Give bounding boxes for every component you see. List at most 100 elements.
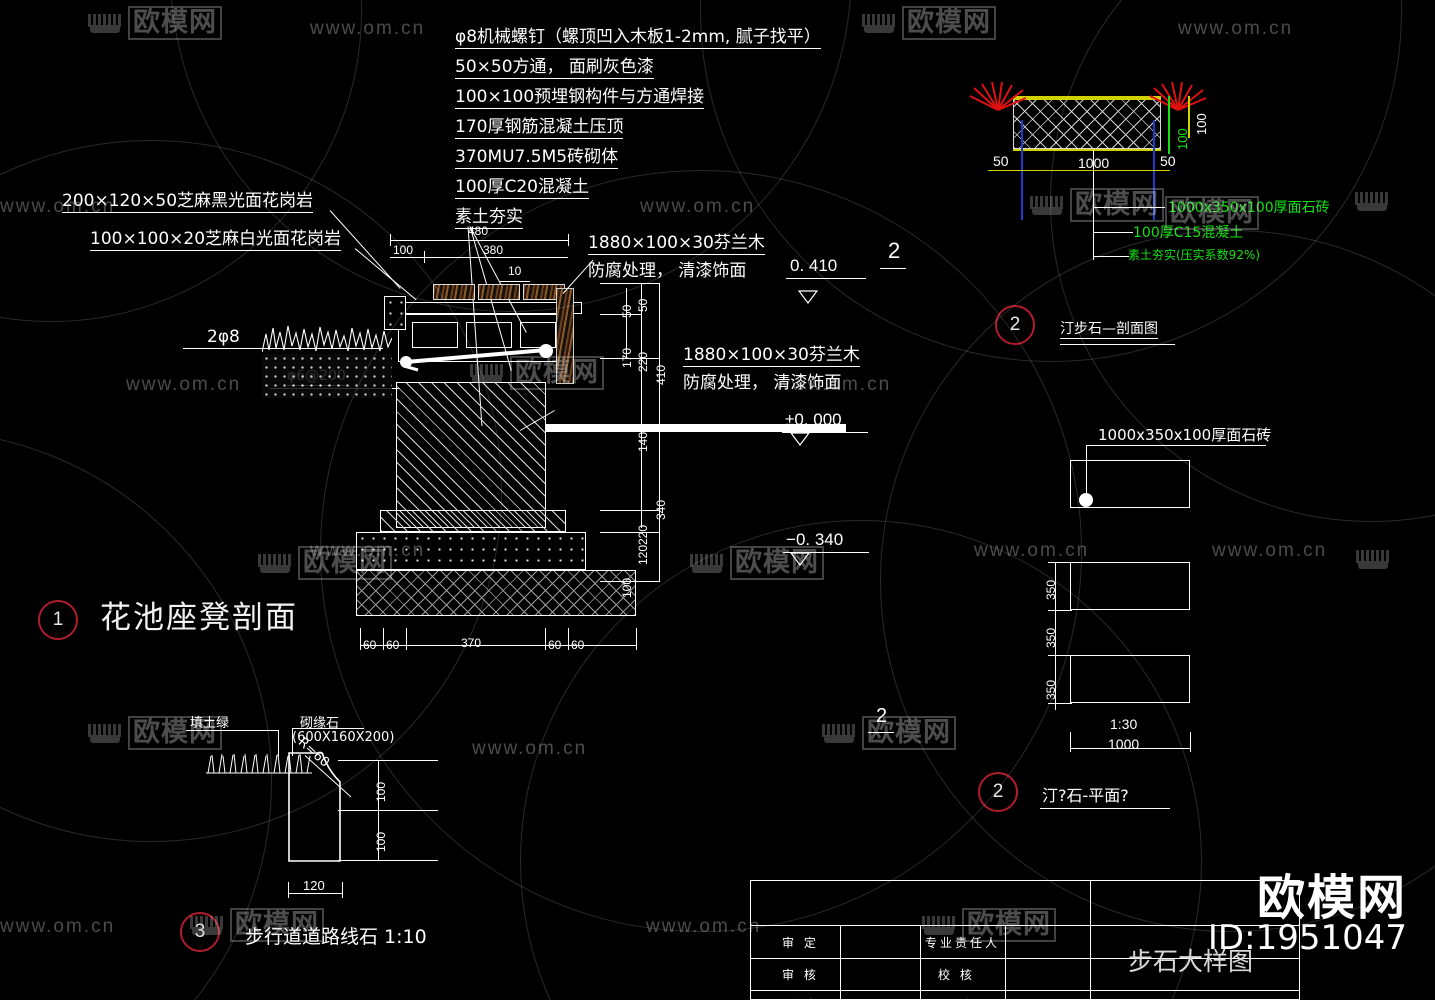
plan-callout: 1000x350x100厚面石砖 <box>1098 426 1272 444</box>
detail3-curb-label: 砌缘石 <box>300 716 340 731</box>
plan-width-tick-r <box>1190 732 1191 752</box>
ground-line <box>546 424 846 432</box>
rebar-top-label: 2φ8 <box>207 327 240 349</box>
bdim-370: 370 <box>461 636 482 650</box>
deck-plank-2 <box>478 284 520 300</box>
plan-scale: 1:30 <box>1110 716 1138 732</box>
plan-callout-line <box>1086 445 1266 446</box>
tb-row-left-0: 审 定 <box>782 936 819 950</box>
bdim-t5 <box>636 628 637 650</box>
detail-bubble-2a[interactable]: 2 <box>995 305 1035 345</box>
tb-vline-0 <box>840 925 841 1000</box>
watermark-url-2: www.om.cn <box>126 374 242 395</box>
detail-bubble-2b[interactable]: 2 <box>978 772 1018 812</box>
curb-body <box>288 752 342 862</box>
watermark-logo-3: 欧模网 <box>1030 188 1164 222</box>
grass-tuft-left <box>968 81 1028 117</box>
arc-5 <box>700 0 1402 362</box>
detail3-fill-leader <box>186 730 278 731</box>
dim-chain-outer <box>659 283 660 581</box>
dim-line-1000 <box>988 170 1170 171</box>
stone-plan-3 <box>1070 655 1190 703</box>
detail-title-1: 花池座凳剖面 <box>100 600 298 636</box>
brick-masonry-body <box>396 382 546 528</box>
vtick-2 <box>600 358 660 359</box>
elevation-1-line <box>782 432 868 433</box>
detail3-width-tick-l <box>288 882 289 898</box>
tb-vline-2 <box>1005 925 1006 1000</box>
detail3-curb-leader <box>292 728 364 729</box>
detail-bubble-3[interactable]: 3 <box>180 912 220 952</box>
soil-fill <box>262 354 392 398</box>
stone-plan-2 <box>1070 562 1190 610</box>
section-mark-2b-line <box>868 732 894 733</box>
watermark-logo-2: 欧模网 <box>862 6 996 40</box>
dim-100-tick <box>424 251 425 263</box>
left-note-0: 200×120×50芝麻黑光面花岗岩 <box>62 191 314 213</box>
bdim-60-d: 60 <box>571 638 585 652</box>
footing-step <box>380 510 566 532</box>
watermark-url-5: www.om.cn <box>640 196 756 217</box>
plan-dim-tick-3 <box>1048 703 1072 704</box>
stone-plan-1 <box>1070 460 1190 508</box>
left-note-1: 100×100×20芝麻白光面花岗岩 <box>90 229 342 251</box>
detail3-grass <box>206 752 312 774</box>
bottom-dim-line <box>360 645 636 646</box>
dim-10: 10 <box>508 264 522 278</box>
vtick-5 <box>600 532 660 533</box>
detail3-dim-tick-2 <box>338 860 438 861</box>
tb-row-left-2: 项目负责人 <box>760 996 835 1000</box>
detail3-dim-tick-0 <box>338 760 438 761</box>
deck-plank-1 <box>433 284 475 300</box>
sheet-title: 步石大样图 <box>1128 947 1254 976</box>
elevation-2-triangle <box>789 552 811 571</box>
elevation-1-triangle <box>789 432 811 451</box>
detail2-green-note-1: 100厚C15混凝土 <box>1133 225 1244 241</box>
watermark-url-9: www.om.cn <box>1212 540 1328 561</box>
cap-void-3 <box>520 322 556 348</box>
compacted-soil <box>356 570 636 616</box>
anchor-bar <box>398 340 558 380</box>
elevation-1: ±0. 000 <box>785 410 842 429</box>
bdim-t2 <box>406 628 407 650</box>
spec-note-1: 50×50方通， 面刷灰色漆 <box>455 57 654 79</box>
section-mark-2a: 2 <box>888 238 901 263</box>
stone-bottom-line <box>1013 149 1161 151</box>
arc-1 <box>0 0 362 322</box>
capping-slab <box>384 302 582 314</box>
granite-facing <box>384 296 406 330</box>
watermark-logo-1: 欧模网 <box>88 6 222 40</box>
dim-100: 100 <box>393 243 414 257</box>
bdim-60-c: 60 <box>548 638 562 652</box>
watermark-url-10: www.om.cn <box>646 916 762 937</box>
tb-vline-3 <box>1090 880 1091 1000</box>
section-mark-2b: 2 <box>876 705 888 727</box>
watermark-logo-5 <box>1355 188 1389 214</box>
arc-7 <box>0 430 272 1000</box>
spec-note-2: 100×100预埋钢构件与方通焊接 <box>455 87 705 109</box>
elevation-0: 0. 410 <box>790 256 838 275</box>
sofa-icon <box>690 550 724 576</box>
vdim-50-b: 50 <box>620 304 634 318</box>
embedded-steel-member <box>556 288 574 384</box>
detail-bubble-1[interactable]: 1 <box>38 600 78 640</box>
grass-squiggle <box>262 320 392 354</box>
sofa-icon <box>1355 188 1389 214</box>
stone-top-line <box>1013 96 1161 100</box>
plan-callout-drop <box>1086 445 1087 500</box>
plan-dim-tick-0 <box>1048 562 1072 563</box>
bdim-60-a: 60 <box>363 638 377 652</box>
tb-hline-1 <box>750 958 1300 959</box>
detail3-vdim-0: 100 <box>374 781 388 802</box>
plan-vdim-1: 350 <box>1044 627 1058 648</box>
green-leader-2 <box>1093 256 1129 257</box>
detail-title-3: 步行道道路线石 1:10 <box>245 926 427 948</box>
bdim-t4 <box>568 628 569 650</box>
spec-note-6: 素土夯实 <box>455 207 523 229</box>
rebar-top-leader <box>183 348 383 349</box>
sofa-icon <box>88 720 122 746</box>
plan-width-tick-l <box>1070 732 1071 752</box>
dim-380-line <box>390 257 568 258</box>
dim-chain-mid <box>641 283 642 528</box>
